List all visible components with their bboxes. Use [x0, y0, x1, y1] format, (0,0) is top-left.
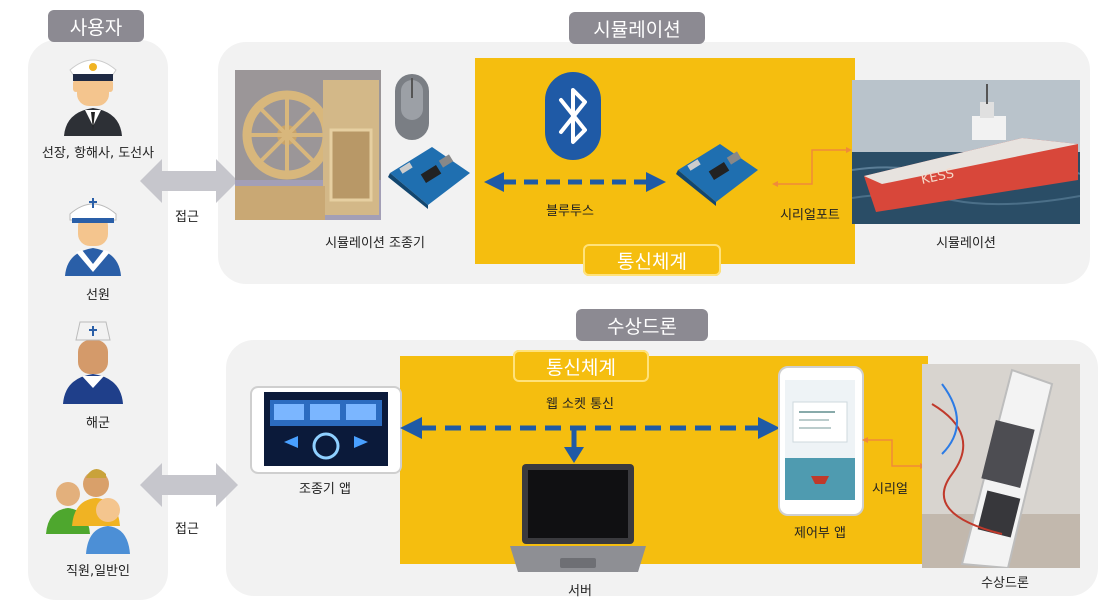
navy-icon [63, 321, 123, 404]
role-label-sailor: 선원 [86, 288, 110, 303]
arduino-receiver-icon [676, 144, 758, 206]
users-title: 사용자 [48, 10, 144, 42]
controller-app-tablet [250, 386, 402, 474]
simulation-title: 시뮬레이션 [569, 12, 705, 44]
mouse-icon [395, 74, 429, 140]
ship-hull-text: KESS [920, 166, 956, 188]
simulation-label: 시뮬레이션 [936, 236, 996, 251]
control-app-phone [778, 366, 864, 516]
access-label-drone: 접근 [175, 522, 199, 537]
serial-arrow [862, 437, 926, 469]
access-arrow-simulation [140, 159, 238, 203]
serial-port-label: 시리얼포트 [780, 208, 840, 223]
serial-label: 시리얼 [872, 482, 908, 497]
drone-comm-system-tag: 통신체계 [513, 350, 649, 382]
simulation-ship-image: KESS [852, 80, 1080, 224]
server-label: 서버 [568, 584, 592, 599]
water-drone-label: 수상드론 [981, 576, 1029, 591]
simulator-controller-label: 시뮬레이션 조종기 [325, 236, 425, 251]
role-label-captain: 선장, 항해사, 도선사 [41, 146, 155, 161]
captain-icon [64, 59, 122, 136]
server-laptop-icon [510, 464, 646, 572]
websocket-label: 웹 소켓 통신 [545, 397, 615, 412]
sim-comm-system-tag: 통신체계 [583, 244, 721, 276]
role-label-staff: 직원,일반인 [66, 564, 130, 579]
sim-comm-box [475, 58, 855, 264]
bluetooth-icon [545, 72, 601, 160]
drone-title: 수상드론 [576, 309, 708, 341]
arduino-board-icon [388, 147, 470, 209]
serial-port-arrow [772, 147, 852, 187]
sailor-icon [65, 198, 121, 276]
websocket-link-arrow [400, 417, 780, 463]
bluetooth-label: 블루투스 [546, 204, 594, 219]
staff-group-icon [46, 469, 130, 554]
water-drone-photo [922, 364, 1080, 568]
controller-app-label: 조종기 앱 [299, 482, 351, 497]
access-arrow-drone [140, 463, 238, 507]
control-app-label: 제어부 앱 [794, 526, 846, 541]
bluetooth-link-arrow [484, 172, 666, 192]
simulator-controller-photo [235, 70, 381, 220]
access-label-simulation: 접근 [175, 210, 199, 225]
role-label-navy: 해군 [86, 416, 110, 431]
